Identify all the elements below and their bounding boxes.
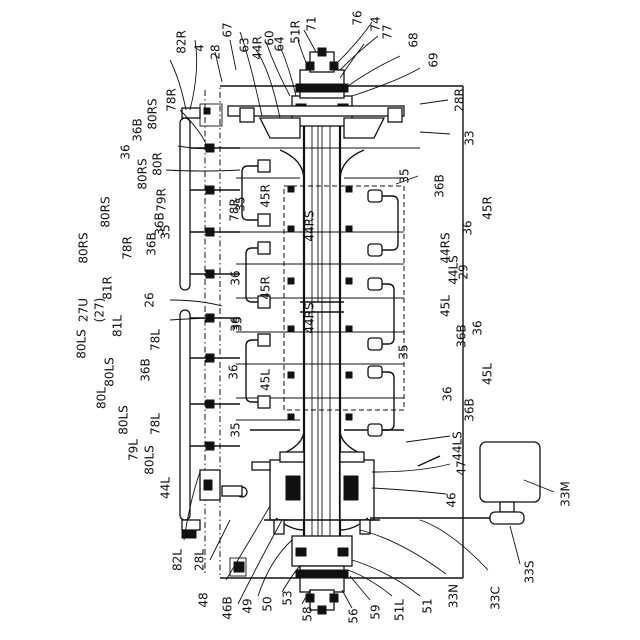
ref-label: 45R bbox=[481, 196, 495, 220]
ref-label: 78R bbox=[165, 88, 179, 112]
ref-label: 81L bbox=[111, 315, 125, 337]
ref-label: 33C bbox=[489, 586, 503, 610]
ref-label: 63 bbox=[238, 37, 252, 52]
ref-label: 76 bbox=[351, 10, 365, 25]
ref-label: 46B bbox=[221, 596, 235, 620]
ref-label: 35 bbox=[398, 168, 412, 183]
ref-label: 35 bbox=[397, 344, 411, 359]
ref-label: 77 bbox=[381, 24, 395, 39]
ref-label: 35 bbox=[159, 224, 173, 239]
ref-label: 28R bbox=[453, 88, 467, 112]
ref-label: 80RS bbox=[136, 158, 150, 189]
ref-label: 50 bbox=[261, 596, 275, 611]
ref-label: 36B bbox=[131, 118, 145, 142]
ref-label: 64 bbox=[273, 36, 287, 51]
ref-label: 78L bbox=[149, 329, 163, 351]
ref-label: 45R bbox=[259, 276, 273, 300]
ref-label: 80LS bbox=[143, 445, 157, 475]
ref-label: 45L bbox=[259, 369, 273, 391]
ref-label: 36B bbox=[463, 398, 477, 422]
ref-label: 53 bbox=[281, 590, 295, 605]
ref-label: 45L bbox=[481, 363, 495, 385]
ref-label: 80RS bbox=[99, 196, 113, 227]
ref-label: 71 bbox=[305, 16, 319, 31]
ref-label: 27U bbox=[77, 298, 91, 322]
ref-label: 80LS bbox=[117, 405, 131, 435]
ref-label: 67 bbox=[221, 22, 235, 37]
ref-label: 56 bbox=[347, 608, 361, 623]
ref-label: 49 bbox=[241, 598, 255, 613]
ref-label: 36B bbox=[455, 324, 469, 348]
ref-label: 82L bbox=[171, 549, 185, 571]
ref-label: 51L bbox=[393, 599, 407, 621]
ref-label: 45R bbox=[259, 184, 273, 208]
ref-label: 33M bbox=[559, 481, 573, 507]
ref-label: 36B bbox=[139, 358, 153, 382]
shaft-bolts bbox=[288, 186, 352, 420]
ref-label: 80LS bbox=[75, 329, 89, 359]
ref-label: 44LS bbox=[447, 255, 461, 285]
ref-label: 79R bbox=[155, 188, 169, 212]
ref-label: 44RS bbox=[303, 210, 317, 241]
ref-label: 33S bbox=[523, 561, 537, 584]
ref-label: 28L bbox=[193, 549, 207, 571]
ref-label: 51R bbox=[289, 20, 303, 44]
ref-label: 78R bbox=[228, 198, 242, 222]
ref-label: 36 bbox=[227, 364, 241, 379]
ref-label: 35 bbox=[231, 316, 245, 331]
ref-label: 80L bbox=[95, 387, 109, 409]
ref-label: 78L bbox=[149, 413, 163, 435]
ref-label: 81R bbox=[101, 276, 115, 300]
ref-label: 79L bbox=[127, 439, 141, 461]
ref-label: (27) bbox=[93, 298, 107, 323]
ref-label: 69 bbox=[427, 52, 441, 67]
ref-label: 26 bbox=[143, 292, 157, 307]
ref-label: 80RS bbox=[146, 98, 160, 129]
ref-label: 36 bbox=[441, 386, 455, 401]
top-gear-assembly bbox=[228, 48, 404, 138]
ref-label: 4 bbox=[193, 44, 207, 52]
ref-label: 48 bbox=[197, 592, 211, 607]
ref-label: 28 bbox=[209, 44, 223, 59]
ref-label: 33N bbox=[447, 584, 461, 608]
ref-label: 68 bbox=[407, 32, 421, 47]
ref-label: 45L bbox=[439, 295, 453, 317]
ref-label: 36 bbox=[119, 144, 133, 159]
ref-label: 51 bbox=[421, 598, 435, 613]
left-bolts bbox=[190, 144, 240, 450]
ref-label: 59 bbox=[369, 604, 383, 619]
ref-label: 82R bbox=[175, 30, 189, 54]
ref-label: 80R bbox=[151, 152, 165, 176]
ref-label: 36 bbox=[471, 320, 485, 335]
lower-housing bbox=[252, 452, 440, 534]
ref-label: 36B bbox=[145, 232, 159, 256]
ref-label: 80LS bbox=[103, 357, 117, 387]
ref-label: 36 bbox=[229, 270, 243, 285]
ref-label: 36 bbox=[461, 220, 475, 235]
ref-label: 44LS bbox=[451, 431, 465, 461]
ref-label: 44L bbox=[159, 477, 173, 499]
ref-label: 33 bbox=[463, 130, 477, 145]
ref-label: 36B bbox=[433, 174, 447, 198]
ref-label: 58 bbox=[301, 606, 315, 621]
ref-label: 80RS bbox=[77, 232, 91, 263]
ref-label: 35 bbox=[229, 422, 243, 437]
ref-label: 46 bbox=[445, 492, 459, 507]
ref-label: 47 bbox=[455, 460, 469, 475]
ref-label: 78R bbox=[121, 236, 135, 260]
ref-label: 44RS bbox=[303, 302, 317, 333]
right-cranked-arms bbox=[368, 190, 398, 436]
